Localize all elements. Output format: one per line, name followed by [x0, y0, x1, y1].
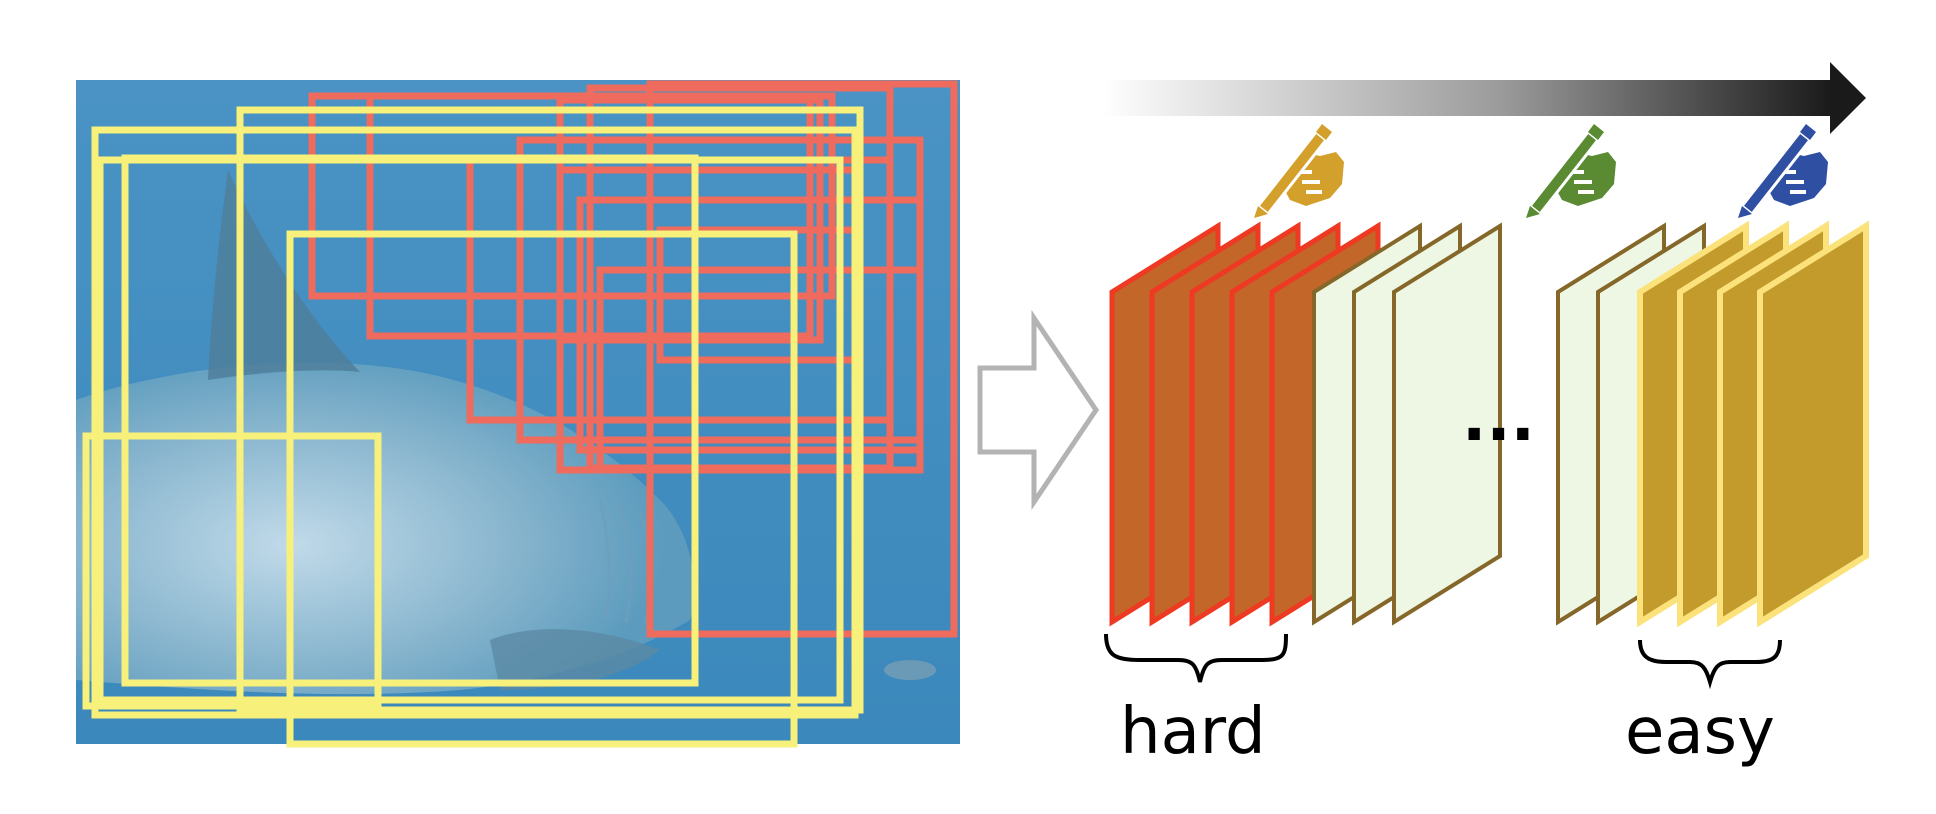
- yellow-box: [96, 156, 844, 704]
- block-arrow-right-icon: [977, 309, 1100, 511]
- hard-label: hard: [1120, 695, 1266, 769]
- annotator-hand-pen-icon: [1254, 124, 1344, 218]
- easy-cards: [1637, 220, 1869, 628]
- shark-body: [76, 362, 694, 695]
- small-fish: [884, 660, 936, 680]
- ellipsis-label: ...: [1462, 382, 1535, 456]
- neutral-card: [1392, 222, 1502, 626]
- annotator-hand-pen-icon: [1526, 124, 1616, 218]
- shark-pectoral-fin: [490, 629, 660, 690]
- yellow-boxes: [82, 106, 864, 748]
- annotator-hand-pen-icon: [1738, 124, 1828, 218]
- easy-brace: [1638, 639, 1782, 690]
- gradient-arrow-icon: [1102, 62, 1866, 134]
- hard-brace: [1104, 633, 1288, 683]
- easy-card: [1757, 220, 1869, 628]
- yellow-box: [91, 126, 859, 719]
- red-box: [646, 80, 958, 638]
- yellow-box: [82, 432, 382, 710]
- easy-label: easy: [1625, 695, 1775, 769]
- yellow-box: [236, 106, 864, 714]
- shark-dorsal-fin: [208, 170, 360, 380]
- neutral-cards-left: [1312, 222, 1502, 626]
- red-boxes: [308, 80, 958, 638]
- yellow-box: [286, 230, 798, 748]
